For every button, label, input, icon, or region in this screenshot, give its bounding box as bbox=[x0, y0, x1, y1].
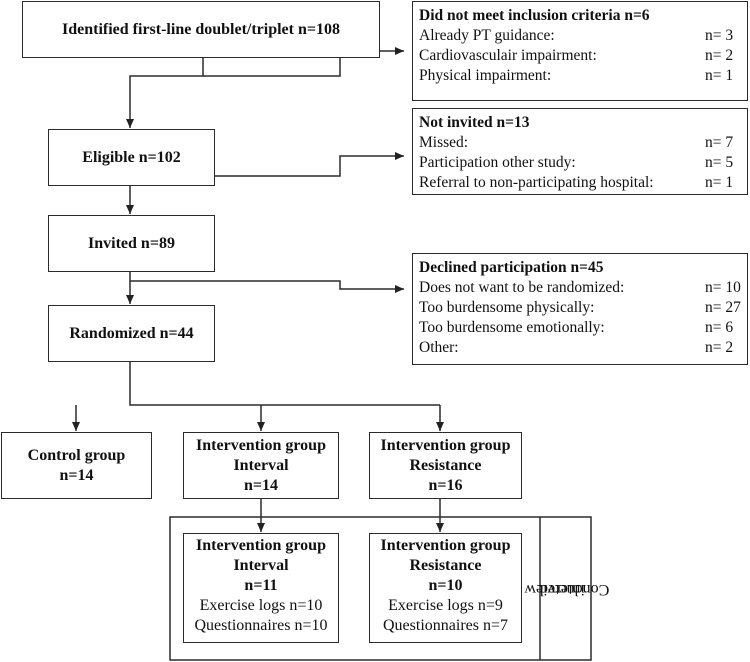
reason-label: Participation other study: bbox=[419, 154, 576, 171]
reason-label: Missed: bbox=[419, 134, 469, 151]
list-item: Physical impairment: n= 1 bbox=[419, 66, 741, 86]
reason-label: Already PT guidance: bbox=[419, 27, 555, 44]
resistance-followup-type: Resistance bbox=[409, 557, 482, 574]
interval-followup-title: Intervention group bbox=[196, 537, 326, 554]
invited-label: Invited n=89 bbox=[88, 234, 175, 252]
reason-label: Cardiovasculair impairment: bbox=[419, 47, 597, 64]
resistance-questionnaires: Questionnaires n=7 bbox=[383, 617, 508, 634]
not-invited-heading: Not invited n=13 bbox=[419, 114, 530, 131]
randomized-label: Randomized n=44 bbox=[69, 324, 194, 342]
reason-count: n= 5 bbox=[705, 154, 734, 171]
list-item: Too burdensome emotionally: n= 6 bbox=[419, 318, 741, 338]
followup-frame bbox=[169, 516, 592, 661]
list-item: Other: n= 2 bbox=[419, 338, 741, 358]
reason-label: Referral to non-participating hospital: bbox=[419, 174, 654, 191]
reason-count: n= 1 bbox=[705, 67, 734, 84]
interval-group-type: Interval bbox=[233, 456, 289, 474]
list-item: Too burdensome physically: n= 27 bbox=[419, 298, 741, 318]
randomized-box: Randomized n=44 bbox=[48, 305, 215, 362]
list-item: Does not want to be randomized: n= 10 bbox=[419, 278, 741, 298]
interval-followup-box: Intervention group Interval n=11 Exercis… bbox=[183, 533, 339, 643]
reason-label: Other: bbox=[419, 339, 459, 356]
reason-label: Too burdensome physically: bbox=[419, 299, 595, 316]
resistance-group-count: n=16 bbox=[428, 476, 463, 494]
identified-box: Identified first-line doublet/triplet n=… bbox=[22, 1, 380, 58]
reason-count: n= 2 bbox=[705, 339, 734, 356]
declined-heading: Declined participation n=45 bbox=[419, 259, 604, 276]
list-item: Cardiovasculair impairment: n= 2 bbox=[419, 46, 741, 66]
interval-followup-type: Interval bbox=[233, 557, 289, 574]
list-item: Already PT guidance: n= 3 bbox=[419, 26, 741, 46]
interval-followup-count: n=11 bbox=[244, 577, 278, 594]
resistance-exercise-logs: Exercise logs n=9 bbox=[388, 597, 503, 614]
eligible-label: Eligible n=102 bbox=[82, 148, 181, 166]
list-item: Referral to non-participating hospital: … bbox=[419, 173, 741, 193]
reason-label: Physical impairment: bbox=[419, 67, 552, 84]
resistance-group-type: Resistance bbox=[409, 456, 482, 474]
interval-group-box: Intervention group Interval n=14 bbox=[183, 432, 339, 499]
interval-group-count: n=14 bbox=[243, 476, 278, 494]
interval-exercise-logs: Exercise logs n=10 bbox=[199, 597, 323, 614]
interval-group-title: Intervention group bbox=[196, 436, 326, 454]
eligible-box: Eligible n=102 bbox=[48, 129, 215, 186]
reason-count: n= 2 bbox=[705, 47, 734, 64]
reason-count: n= 7 bbox=[705, 134, 734, 151]
resistance-group-title: Intervention group bbox=[380, 436, 511, 454]
declined-box: Declined participation n=45 Does not wan… bbox=[412, 253, 748, 365]
reason-label: Too burdensome emotionally: bbox=[419, 319, 605, 336]
interview-label-line2: interview bbox=[524, 581, 586, 598]
invited-box: Invited n=89 bbox=[48, 215, 215, 272]
reason-count: n= 10 bbox=[705, 279, 741, 296]
resistance-followup-count: n=10 bbox=[428, 577, 463, 594]
inclusion-criteria-box: Did not meet inclusion criteria n=6 Alre… bbox=[412, 1, 748, 101]
resistance-followup-title: Intervention group bbox=[380, 537, 511, 554]
control-group-title: Control group bbox=[27, 446, 126, 464]
control-group-box: Control group n=14 bbox=[1, 432, 152, 499]
list-item: Missed: n= 7 bbox=[419, 133, 741, 153]
identified-label: Identified first-line doublet/triplet n=… bbox=[62, 20, 340, 38]
control-group-count: n=14 bbox=[59, 466, 94, 484]
list-item: Participation other study: n= 5 bbox=[419, 153, 741, 173]
reason-count: n= 3 bbox=[705, 27, 734, 44]
reason-count: n= 27 bbox=[705, 299, 741, 316]
resistance-group-box: Intervention group Resistance n=16 bbox=[369, 432, 522, 499]
resistance-followup-box: Intervention group Resistance n=10 Exerc… bbox=[369, 533, 522, 643]
not-invited-box: Not invited n=13 Missed: n= 7 Participat… bbox=[412, 108, 748, 195]
interval-questionnaires: Questionnaires n=10 bbox=[194, 617, 328, 634]
reason-count: n= 6 bbox=[705, 319, 734, 336]
reason-label: Does not want to be randomized: bbox=[419, 279, 625, 296]
inclusion-heading: Did not meet inclusion criteria n=6 bbox=[419, 7, 650, 24]
reason-count: n= 1 bbox=[705, 174, 734, 191]
conducted-interview-label: Conducted interview bbox=[525, 518, 610, 660]
